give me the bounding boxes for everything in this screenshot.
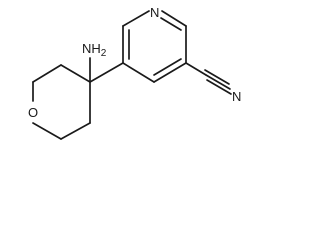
nitrile-nitrogen-label: N [232, 89, 241, 104]
bond-triple-2 [205, 74, 231, 90]
bond-c5-cn [185, 62, 207, 76]
bond-n1-c6 [161, 10, 187, 27]
bond-triple-3 [206, 79, 232, 95]
bond-c3a-c2a [32, 64, 62, 83]
bond-c5-c4 [153, 62, 187, 83]
bond-c5-c4-inner [153, 58, 182, 76]
oxane-ring [32, 64, 91, 140]
nitrile-group [185, 62, 232, 95]
oxygen-label: O [28, 105, 38, 120]
bond-c4-c3 [122, 62, 155, 83]
pyridine-nitrogen-label: N [150, 5, 159, 20]
bond-triple-1 [204, 69, 230, 85]
bond-n1-c6-inner [160, 17, 182, 31]
bond-c2b-c3b [60, 122, 91, 140]
structure-diagram: NH2 N O N [28, 5, 241, 140]
bond-c4-pyridine [89, 62, 124, 83]
amine-label: NH2 [82, 41, 107, 59]
bond-c2-n1 [122, 10, 150, 27]
pyridine-ring [122, 10, 187, 83]
bond-c4-c3a [60, 64, 91, 83]
bond-o-c2b [32, 122, 62, 140]
